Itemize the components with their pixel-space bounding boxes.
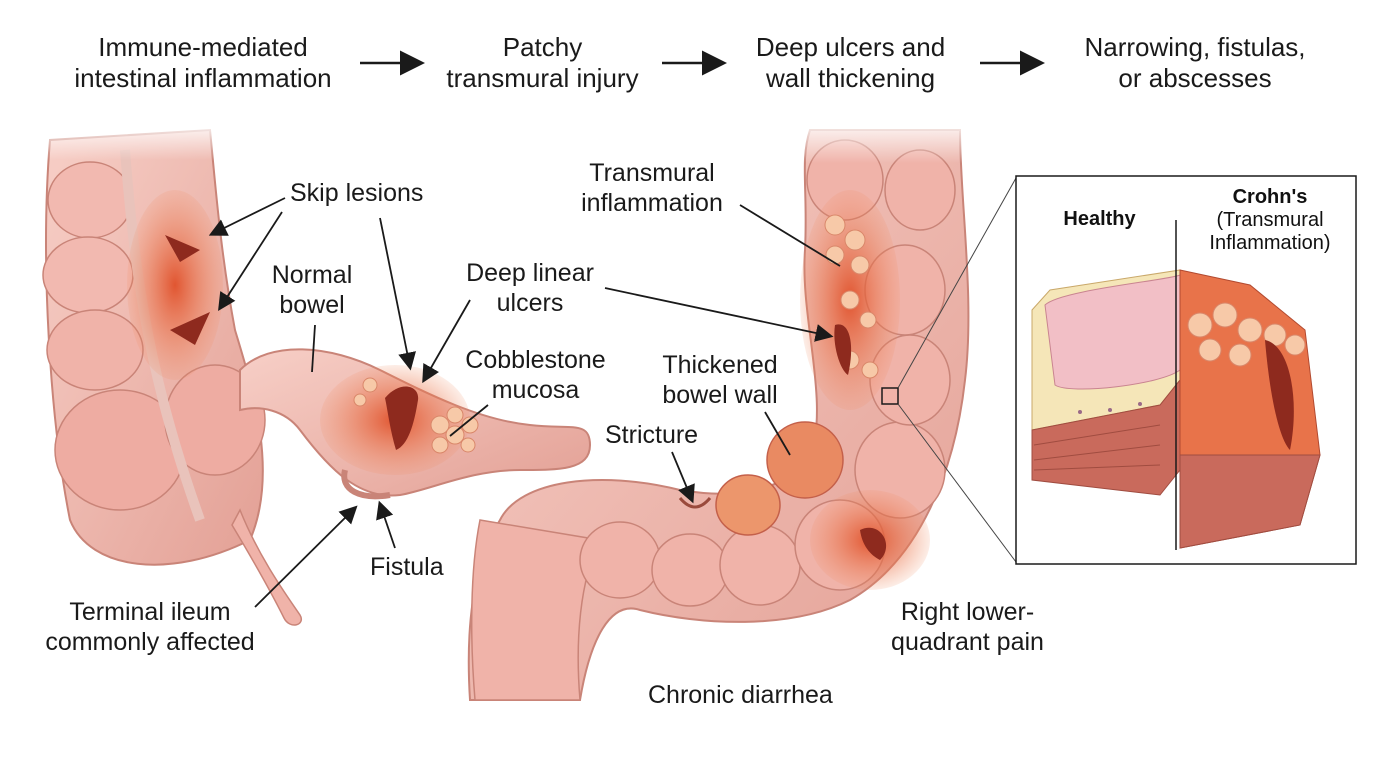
flow-step-2-line2: transmural injury [446, 63, 639, 93]
arrow-deep-ulcer-2 [604, 287, 834, 342]
arrow-deep-ulcer-1 [422, 299, 471, 384]
zoom-marker [881, 387, 899, 405]
flow-step-4: Narrowing, fistulas, or abscesses [1050, 32, 1340, 94]
label-cobblestone-mucosa-line1: Cobblestone [465, 346, 606, 374]
label-thickened-bowel-wall: Thickened bowel wall [640, 350, 800, 410]
arrow-thickened-wall [764, 411, 791, 456]
flow-step-4-line2: or abscesses [1118, 63, 1272, 93]
inset-label-crohns-title: Crohn's [1232, 186, 1308, 208]
arrow-skip-lesion-1 [208, 197, 286, 236]
inset-label-crohns-sub1: (Transmural [1216, 209, 1324, 231]
label-stricture: Stricture [605, 421, 699, 449]
label-cobblestone-mucosa: Cobblestone mucosa [448, 345, 623, 405]
inset-label-crohns: Crohn's (Transmural Inflammation) [1190, 186, 1350, 255]
label-terminal-ileum-line2: commonly affected [45, 628, 255, 656]
terminal-ileum [239, 348, 592, 500]
label-skip-lesions: Skip lesions [290, 179, 424, 207]
label-deep-linear-ulcers: Deep linear ulcers [450, 258, 610, 318]
inset-cross-section [1015, 175, 1357, 565]
flow-step-3: Deep ulcers and wall thickening [728, 32, 973, 94]
flow-step-4-line1: Narrowing, fistulas, [1084, 32, 1306, 62]
flow-step-2: Patchy transmural injury [425, 32, 660, 94]
label-transmural-inflammation: Transmural inflammation [562, 158, 742, 218]
label-normal-bowel: Normal bowel [262, 260, 362, 320]
flow-step-2-line1: Patchy [502, 32, 583, 62]
label-thickened-line2: bowel wall [662, 381, 778, 409]
label-terminal-ileum-line1: Terminal ileum [69, 598, 231, 626]
label-normal-bowel-line2: bowel [279, 291, 345, 319]
flow-step-3-line2: wall thickening [765, 63, 936, 93]
leader-arrows [208, 197, 841, 608]
label-transmural-line2: inflammation [581, 189, 723, 217]
inset-label-healthy: Healthy [1063, 208, 1136, 230]
arrow-fistula-1 [376, 500, 396, 549]
arrow-cobblestone [449, 404, 489, 437]
flow-step-1-line2: intestinal inflammation [74, 63, 332, 93]
arrow-skip-lesion-2 [218, 211, 283, 312]
label-chronic-diarrhea: Chronic diarrhea [648, 681, 833, 709]
arrow-stricture [671, 451, 695, 504]
label-thickened-line1: Thickened [662, 351, 778, 379]
label-deep-linear-ulcers-line1: Deep linear [466, 259, 594, 287]
label-cobblestone-mucosa-line2: mucosa [491, 376, 580, 404]
inset-label-crohns-sub2: Inflammation) [1209, 232, 1331, 254]
flow-step-1: Immune-mediated intestinal inflammation [48, 32, 358, 94]
label-transmural-line1: Transmural [589, 159, 715, 187]
arrow-terminal-ileum [254, 505, 358, 608]
label-terminal-ileum: Terminal ileum commonly affected [20, 597, 280, 657]
label-normal-bowel-line1: Normal [271, 261, 353, 289]
arrow-transmural [739, 204, 841, 267]
flow-step-3-line1: Deep ulcers and [755, 32, 946, 62]
label-rlq-line2: quadrant pain [891, 628, 1044, 656]
flow-step-1-line1: Immune-mediated [98, 32, 308, 62]
label-rlq-line1: Right lower- [900, 598, 1035, 626]
ascending-colon [40, 120, 303, 626]
arrow-skip-lesion-3 [379, 217, 416, 371]
label-fistula: Fistula [370, 553, 444, 581]
large-bowel-loop [467, 118, 1017, 701]
arrow-normal-bowel [311, 324, 316, 373]
label-deep-linear-ulcers-line2: ulcers [496, 289, 564, 317]
label-right-lower-quadrant-pain: Right lower- quadrant pain [875, 597, 1060, 657]
